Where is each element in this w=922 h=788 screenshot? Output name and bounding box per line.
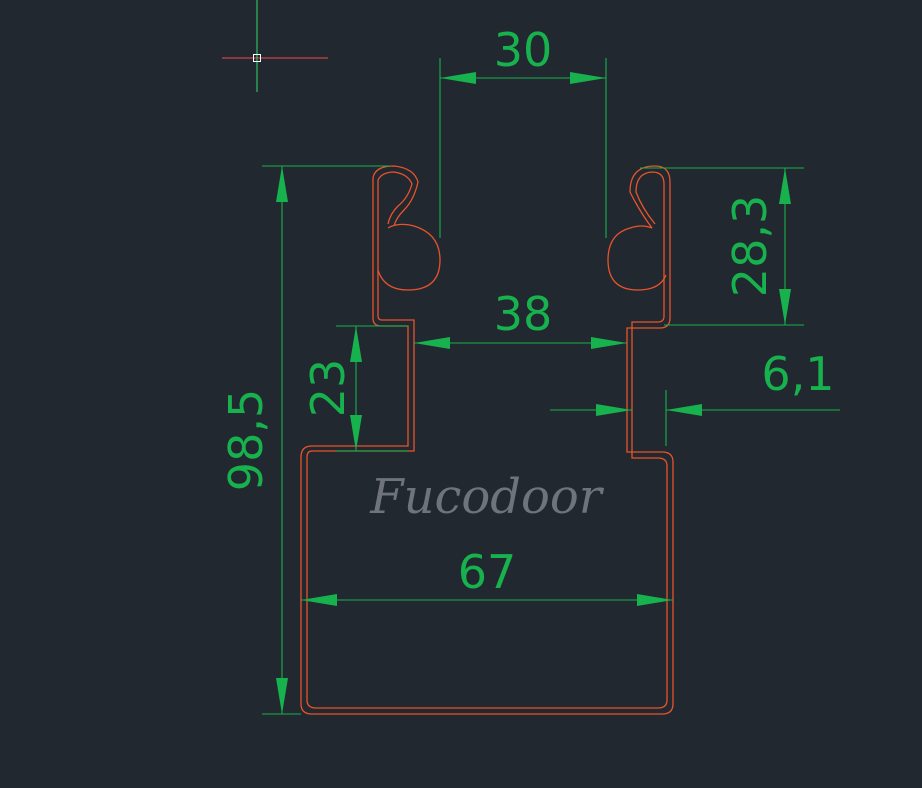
right-bulb (607, 225, 667, 291)
profile-inner-contour (306, 171, 668, 709)
dimension-lines (262, 58, 840, 715)
dim-label-top-opening: 30 (494, 23, 553, 77)
dim-label-wall-gap: 6,1 (761, 347, 834, 401)
watermark-text: Fucodoor (369, 469, 605, 525)
dim-label-clip-height: 28,3 (723, 195, 777, 297)
profile-outer-contour (300, 165, 674, 715)
dim-label-total-width: 67 (458, 545, 517, 599)
crosshair-cursor-icon (222, 0, 328, 92)
door-frame-profile (300, 165, 674, 715)
dim-label-total-height: 98,5 (219, 389, 273, 491)
dim-label-inner-neck: 38 (494, 287, 553, 341)
left-bulb (377, 223, 441, 291)
dim-label-neck-height: 23 (301, 359, 355, 418)
left-clip-hook (372, 165, 419, 227)
dimension-labels: 30 38 67 6,1 98,5 23 28,3 (219, 23, 835, 599)
